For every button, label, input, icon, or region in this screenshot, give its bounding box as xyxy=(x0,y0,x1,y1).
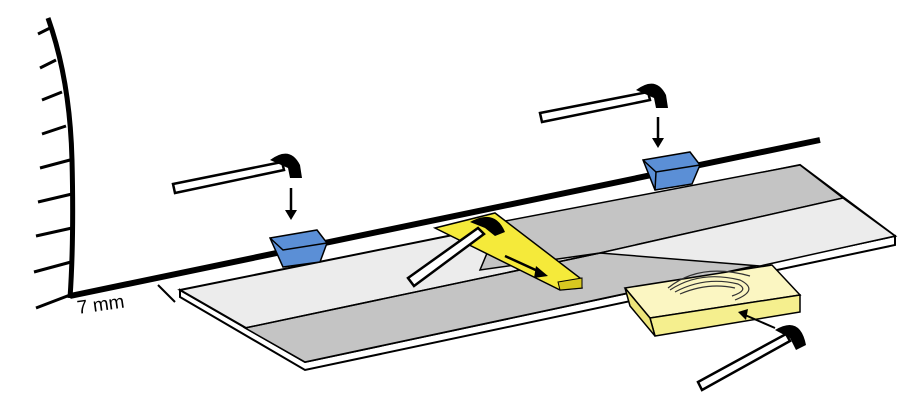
clamp-block-left xyxy=(268,229,328,268)
hammer-right-icon xyxy=(538,83,668,148)
hammer-bottom-icon xyxy=(696,309,806,392)
clamp-block-right xyxy=(641,151,701,191)
fixed-wall xyxy=(33,17,76,310)
gap-tick xyxy=(157,284,176,303)
wedge xyxy=(406,212,583,291)
specimen-pad xyxy=(623,264,802,337)
hammer-left-icon xyxy=(171,153,302,220)
